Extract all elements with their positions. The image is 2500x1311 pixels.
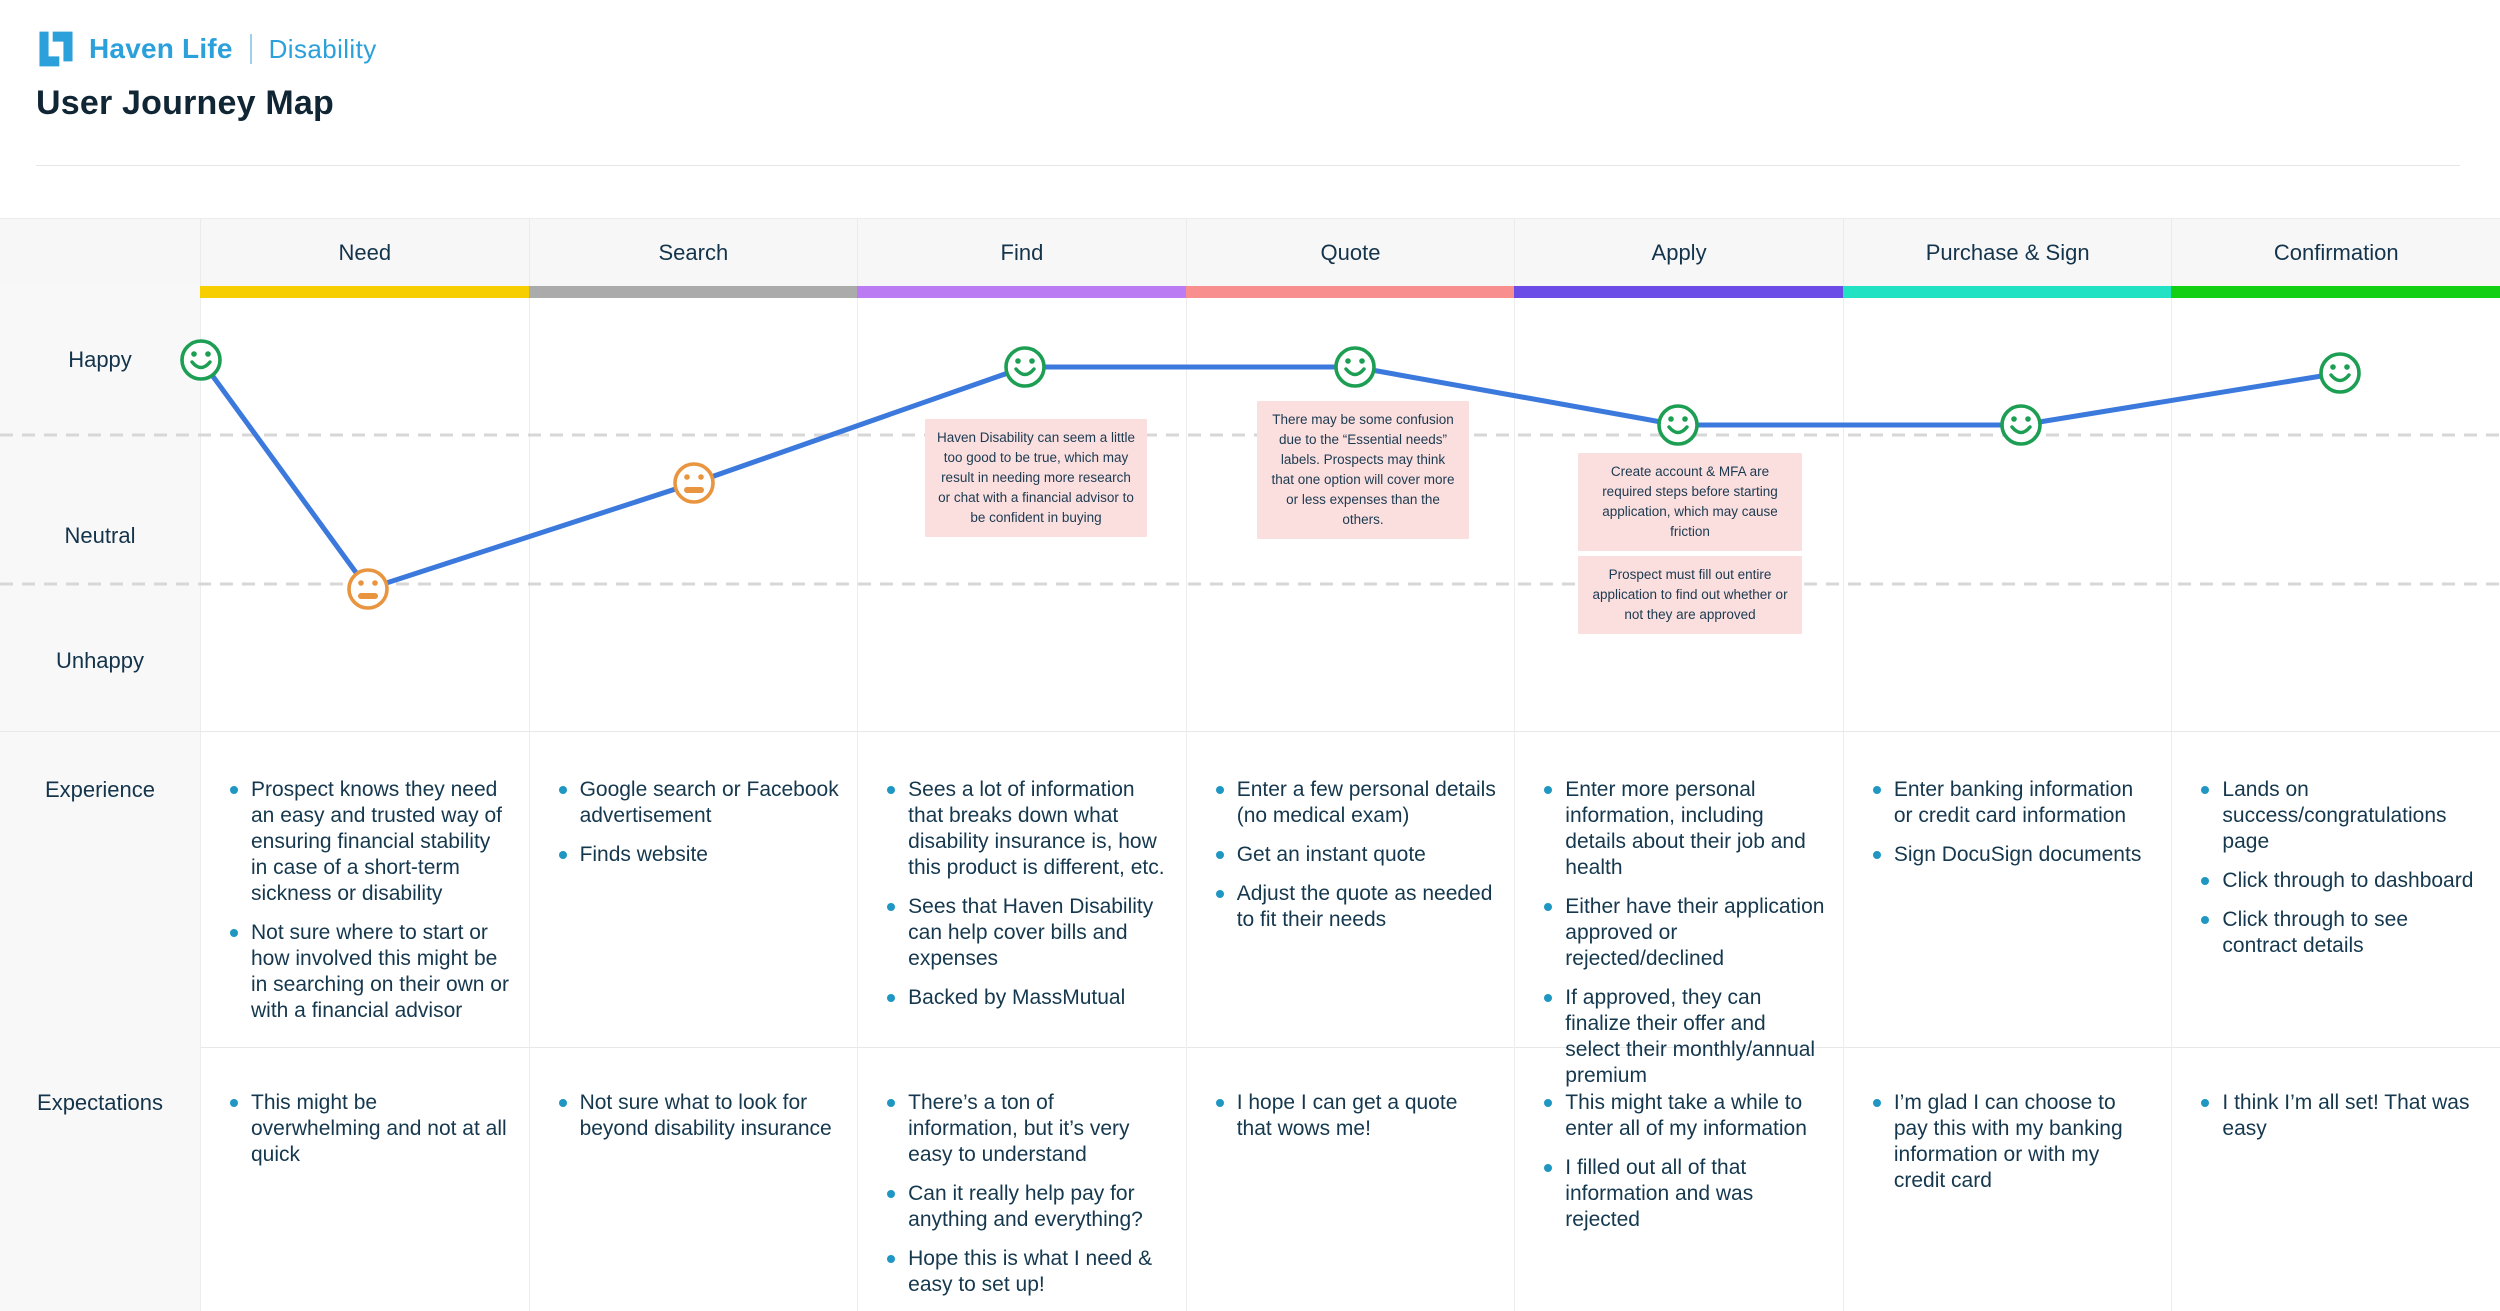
stage-color-bar-need xyxy=(200,286,529,298)
bullet-item: I filled out all of that information and… xyxy=(1544,1155,1825,1233)
experience-list: Enter a few personal details (no medical… xyxy=(1187,732,1515,933)
chart-column-confirmation xyxy=(2171,298,2500,731)
expectations-list: I think I’m all set! That was easy xyxy=(2172,1048,2500,1142)
stage-color-bar-confirmation xyxy=(2171,286,2500,298)
stage-header-find: Find xyxy=(857,219,1186,286)
brand: Haven Life Disability xyxy=(36,30,377,68)
bullet-item: If approved, they can finalize their off… xyxy=(1544,985,1825,1089)
bullet-item: Sees a lot of information that breaks do… xyxy=(887,777,1168,881)
bullet-item: There’s a ton of information, but it’s v… xyxy=(887,1090,1168,1168)
experience-row: Experience Prospect knows they need an e… xyxy=(0,731,2500,1102)
expectations-cell-purchase-sign: I’m glad I can choose to pay this with m… xyxy=(1842,1048,2172,1311)
mood-label-neutral: Neutral xyxy=(64,523,136,548)
brand-name: Haven Life xyxy=(89,33,233,64)
stage-header-apply: Apply xyxy=(1514,219,1843,286)
expectations-list: There’s a ton of information, but it’s v… xyxy=(858,1048,1186,1298)
bullet-item: This might take a while to enter all of … xyxy=(1544,1090,1825,1142)
bullet-item: Enter a few personal details (no medical… xyxy=(1215,778,1496,827)
expectations-cell-find: There’s a ton of information, but it’s v… xyxy=(857,1048,1186,1311)
experience-list: Enter banking information or credit card… xyxy=(1844,732,2172,868)
experience-list: Enter more personal information, includi… xyxy=(1515,732,1843,1089)
expectations-list: I’m glad I can choose to pay this with m… xyxy=(1844,1048,2172,1194)
experience-cell-apply: Enter more personal information, includi… xyxy=(1514,732,1843,1102)
stage-header-quote: Quote xyxy=(1185,219,1515,286)
experience-cell-find: Sees a lot of information that breaks do… xyxy=(857,732,1186,1102)
experience-cell-need: Prospect knows they need an easy and tru… xyxy=(200,732,529,1102)
stage-header-purchase-sign: Purchase & Sign xyxy=(1842,219,2172,286)
bullet-item: I think I’m all set! That was easy xyxy=(2201,1090,2482,1142)
stage-header-spacer xyxy=(0,219,200,286)
bullet-item: This might be overwhelming and not at al… xyxy=(230,1090,511,1168)
stage-color-bar-find xyxy=(857,286,1186,298)
mood-label-unhappy: Unhappy xyxy=(55,648,145,673)
experience-row-label: Experience xyxy=(0,732,200,1102)
bullet-item: I’m glad I can choose to pay this with m… xyxy=(1872,1090,2154,1194)
expectations-cell-quote: I hope I can get a quote that wows me! xyxy=(1185,1048,1515,1311)
bullet-item: Hope this is what I need & easy to set u… xyxy=(887,1246,1168,1298)
experience-cell-quote: Enter a few personal details (no medical… xyxy=(1185,732,1515,1102)
expectations-list: This might be overwhelming and not at al… xyxy=(201,1048,529,1168)
bullet-item: Enter banking information or credit card… xyxy=(1872,777,2154,829)
bullet-item: Click through to see contract details xyxy=(2201,907,2482,959)
sticky-note-apply: Prospect must fill out entire applicatio… xyxy=(1578,556,1802,634)
bullet-item: Get an instant quote xyxy=(1215,842,1497,868)
expectations-cell-need: This might be overwhelming and not at al… xyxy=(200,1048,529,1311)
bullet-item: Prospect knows they need an easy and tru… xyxy=(230,777,511,907)
bullet-item: Adjust the quote as needed to fit their … xyxy=(1215,881,1497,933)
chart-column-search xyxy=(528,298,858,731)
expectations-list: Not sure what to look for beyond disabil… xyxy=(530,1048,858,1142)
page-header: Haven Life Disability User Journey Map xyxy=(0,0,2500,218)
experience-list: Prospect knows they need an easy and tru… xyxy=(201,732,529,1024)
bullet-item: Click through to dashboard xyxy=(2201,868,2482,894)
stage-header-confirmation: Confirmation xyxy=(2171,219,2500,286)
experience-cell-purchase-sign: Enter banking information or credit card… xyxy=(1842,732,2172,1102)
brand-product: Disability xyxy=(268,33,377,64)
sticky-note-quote: There may be some confusion due to the “… xyxy=(1257,401,1469,539)
page-title: User Journey Map xyxy=(36,84,334,122)
bullet-item: Lands on success/congratulations page xyxy=(2201,777,2482,855)
bullet-item: I hope I can get a quote that wows me! xyxy=(1215,1090,1497,1142)
chart-column-need xyxy=(200,298,529,731)
mood-label-happy: Happy xyxy=(68,347,132,372)
bullet-item: Enter more personal information, includi… xyxy=(1544,777,1825,881)
bullet-item: Backed by MassMutual xyxy=(887,985,1168,1011)
stage-bar-spacer xyxy=(0,286,200,298)
bullet-item: Can it really help pay for anything and … xyxy=(887,1181,1168,1233)
expectations-cell-apply: This might take a while to enter all of … xyxy=(1514,1048,1843,1311)
bullet-item: Google search or Facebook advertisement xyxy=(558,778,839,827)
bullet-item: Sign DocuSign documents xyxy=(1872,842,2154,868)
expectations-row-label: Expectations xyxy=(0,1048,200,1311)
haven-life-logo-icon xyxy=(39,31,73,67)
expectations-row: Expectations This might be overwhelming … xyxy=(0,1047,2500,1311)
stage-color-bars xyxy=(0,286,2500,298)
bullet-item: Not sure what to look for beyond disabil… xyxy=(558,1090,840,1142)
experience-list: Sees a lot of information that breaks do… xyxy=(858,732,1186,1011)
bullet-item: Finds website xyxy=(558,842,840,868)
bullet-item: Either have their application approved o… xyxy=(1544,895,1825,970)
sticky-note-apply: Create account & MFA are required steps … xyxy=(1578,453,1802,551)
stage-header-need: Need xyxy=(200,219,529,286)
stage-color-bar-search xyxy=(528,286,858,298)
stage-header-search: Search xyxy=(528,219,858,286)
bullet-item: Sees that Haven Disability can help cove… xyxy=(887,894,1168,972)
stage-color-bar-apply xyxy=(1514,286,1843,298)
chart-column-purchase-sign xyxy=(1842,298,2172,731)
brand-separator xyxy=(249,34,252,64)
stage-color-bar-quote xyxy=(1185,286,1515,298)
sticky-note-find: Haven Disability can seem a little too g… xyxy=(925,419,1147,537)
expectations-cell-search: Not sure what to look for beyond disabil… xyxy=(528,1048,858,1311)
stage-color-bar-purchase-sign xyxy=(1842,286,2172,298)
expectations-list: I hope I can get a quote that wows me! xyxy=(1187,1048,1515,1142)
expectations-cell-confirmation: I think I’m all set! That was easy xyxy=(2171,1048,2500,1311)
expectations-list: This might take a while to enter all of … xyxy=(1515,1048,1843,1233)
bullet-item: Not sure where to start or how involved … xyxy=(230,921,509,1022)
